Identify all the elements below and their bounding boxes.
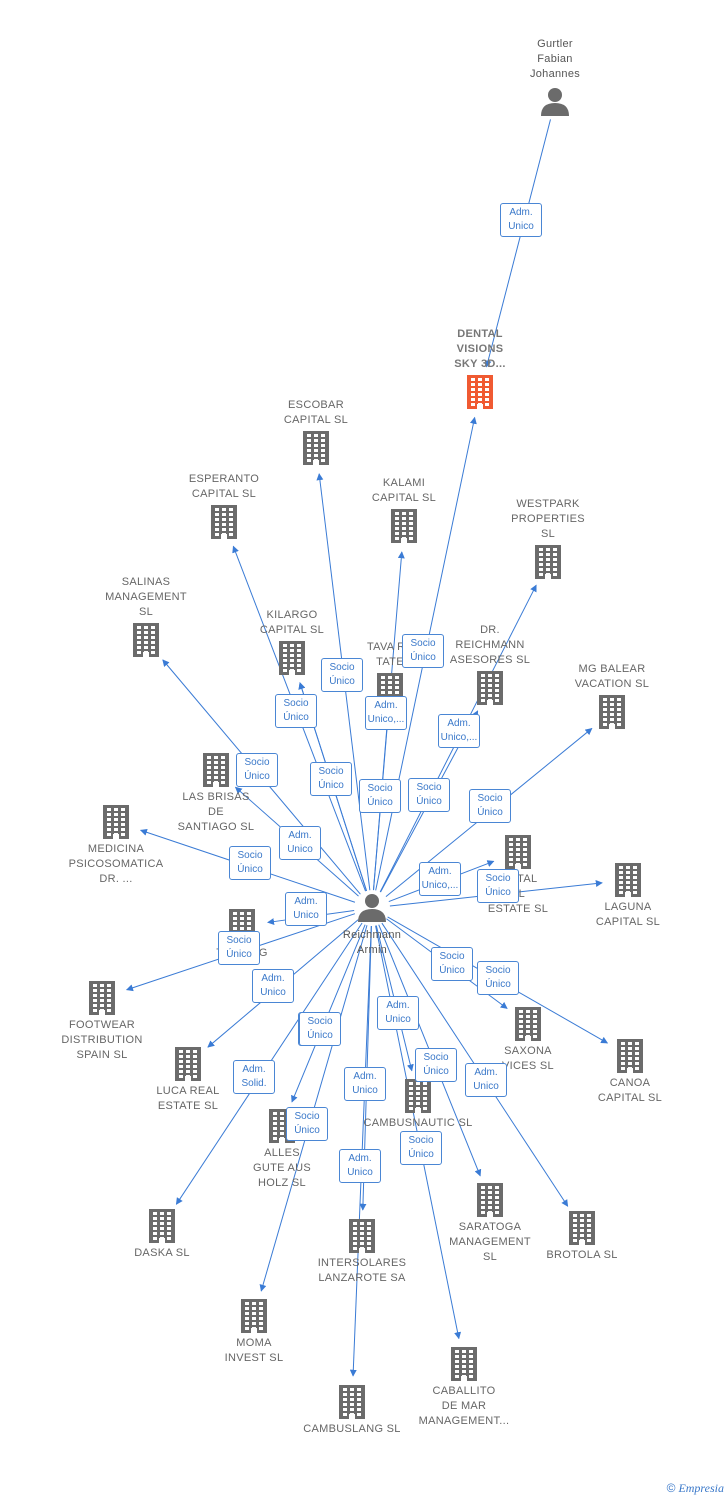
building-icon[interactable] — [133, 623, 159, 657]
edge-role-tag[interactable]: Adm. Unico,... — [419, 862, 461, 896]
edge-role-tag[interactable]: Adm. Unico — [252, 969, 294, 1003]
edge-dental — [484, 119, 551, 368]
edge-role-tag[interactable]: Adm. Unico,... — [438, 714, 480, 748]
edge-role-tag[interactable]: Socio Único — [310, 762, 352, 796]
edge-role-tag[interactable]: Socio Único — [286, 1107, 328, 1141]
node-label-caballito[interactable]: CABALLITO DE MAR MANAGEMENT... — [418, 1385, 510, 1427]
node-label-drreichmann[interactable]: DR. REICHMANN ASESORES SL — [449, 624, 531, 666]
building-icon[interactable] — [451, 1347, 477, 1381]
building-icon[interactable] — [339, 1385, 365, 1419]
node-label-gurtler[interactable]: Gurtler Fabian Johannes — [529, 38, 581, 80]
node-label-daska[interactable]: DASKA SL — [134, 1247, 190, 1259]
edge-role-tag[interactable]: Adm. Unico — [279, 826, 321, 860]
node-label-saxona[interactable]: SAXONA VICES SL — [502, 1045, 554, 1072]
edge-role-tag[interactable]: Adm. Unico,... — [365, 696, 407, 730]
edge-role-tag[interactable]: Adm. Unico — [339, 1149, 381, 1183]
building-icon[interactable] — [303, 431, 329, 465]
node-label-lasbrisas[interactable]: LAS BRISAS DE SANTIAGO SL — [177, 791, 255, 833]
node-label-alles[interactable]: ALLES GUTE AUS HOLZ SL — [252, 1147, 312, 1189]
building-icon[interactable] — [477, 671, 503, 705]
edge-role-tag[interactable]: Socio Único — [321, 658, 363, 692]
building-icon[interactable] — [279, 641, 305, 675]
edge-role-tag[interactable]: Adm. Unico — [500, 203, 542, 237]
building-icon[interactable] — [599, 695, 625, 729]
node-label-saratoga[interactable]: SARATOGA MANAGEMENT SL — [449, 1221, 531, 1263]
building-icon[interactable] — [467, 375, 493, 409]
node-label-luca[interactable]: LUCA REAL ESTATE SL — [156, 1085, 220, 1112]
edge-role-tag[interactable]: Socio Único — [415, 1048, 457, 1082]
edge-role-tag[interactable]: Adm. Unico — [377, 996, 419, 1030]
building-icon[interactable] — [535, 545, 561, 579]
building-icon[interactable] — [349, 1219, 375, 1253]
building-icon[interactable] — [241, 1299, 267, 1333]
edge-role-tag[interactable]: Adm. Unico — [465, 1063, 507, 1097]
node-label-moma[interactable]: MOMA INVEST SL — [224, 1337, 284, 1364]
edge-role-tag[interactable]: Adm. Unico — [344, 1067, 386, 1101]
edge-role-tag[interactable]: Socio Único — [359, 779, 401, 813]
building-icon[interactable] — [569, 1211, 595, 1245]
node-label-footwear[interactable]: FOOTWEAR DISTRIBUTION SPAIN SL — [61, 1019, 143, 1061]
copyright-symbol: © — [666, 1481, 676, 1495]
building-icon[interactable] — [149, 1209, 175, 1243]
building-icon[interactable] — [515, 1007, 541, 1041]
node-label-dental[interactable]: DENTAL VISIONS SKY 3D... — [454, 328, 506, 370]
edge-role-tag[interactable]: Socio Único — [402, 634, 444, 668]
building-icon[interactable] — [505, 835, 531, 869]
edge-role-tag[interactable]: Socio Único — [431, 947, 473, 981]
edge-role-tag[interactable]: Socio Único — [229, 846, 271, 880]
building-icon[interactable] — [103, 805, 129, 839]
edge-role-tag[interactable]: Socio Único — [299, 1012, 341, 1046]
building-icon[interactable] — [175, 1047, 201, 1081]
person-icon[interactable] — [358, 894, 386, 922]
building-icon[interactable] — [617, 1039, 643, 1073]
edge-role-tag[interactable]: Socio Único — [477, 961, 519, 995]
node-label-westpark[interactable]: WESTPARK PROPERTIES SL — [511, 498, 585, 540]
edge-role-tag[interactable]: Socio Único — [408, 778, 450, 812]
node-label-salinas[interactable]: SALINAS MANAGEMENT SL — [105, 576, 187, 618]
building-icon[interactable] — [405, 1079, 431, 1113]
node-label-escobar[interactable]: ESCOBAR CAPITAL SL — [283, 399, 349, 426]
edge-role-tag[interactable]: Socio Único — [275, 694, 317, 728]
building-icon[interactable] — [211, 505, 237, 539]
edge-role-tag[interactable]: Socio Único — [218, 931, 260, 965]
node-label-kilargo[interactable]: KILARGO CAPITAL SL — [259, 609, 325, 636]
edge-role-tag[interactable]: Socio Único — [236, 753, 278, 787]
node-label-mgbalear[interactable]: MG BALEAR VACATION SL — [574, 663, 650, 690]
node-label-intersolares[interactable]: INTERSOLARES LANZAROTE SA — [317, 1257, 407, 1284]
center-person-label[interactable]: Reichmann Armin — [342, 929, 402, 956]
node-label-medicina[interactable]: MEDICINA PSICOSOMATICA DR. ... — [68, 843, 164, 885]
node-label-cambuslang[interactable]: CAMBUSLANG SL — [303, 1423, 401, 1435]
node-label-brotola[interactable]: BROTOLA SL — [546, 1249, 618, 1261]
node-label-canoa[interactable]: CANOA CAPITAL SL — [597, 1077, 663, 1104]
building-icon[interactable] — [203, 753, 229, 787]
building-icon[interactable] — [615, 863, 641, 897]
edge-role-tag[interactable]: Socio Único — [477, 869, 519, 903]
edge-role-tag[interactable]: Socio Único — [469, 789, 511, 823]
edge-role-tag[interactable]: Adm. Solid. — [233, 1060, 275, 1094]
node-label-laguna[interactable]: LAGUNA CAPITAL SL — [595, 901, 661, 928]
empresia-watermark: © Empresia — [667, 1481, 724, 1496]
building-icon[interactable] — [89, 981, 115, 1015]
edge-role-tag[interactable]: Socio Único — [400, 1131, 442, 1165]
node-label-kalami[interactable]: KALAMI CAPITAL SL — [371, 477, 437, 504]
edge-role-tag[interactable]: Adm. Unico — [285, 892, 327, 926]
node-label-cambusnautic[interactable]: CAMBUSNAUTIC SL — [363, 1117, 473, 1129]
building-icon[interactable] — [391, 509, 417, 543]
building-icon[interactable] — [477, 1183, 503, 1217]
person-icon[interactable] — [541, 88, 569, 116]
brand-name: Empresia — [678, 1481, 724, 1495]
node-label-esperanto[interactable]: ESPERANTO CAPITAL SL — [188, 473, 260, 500]
